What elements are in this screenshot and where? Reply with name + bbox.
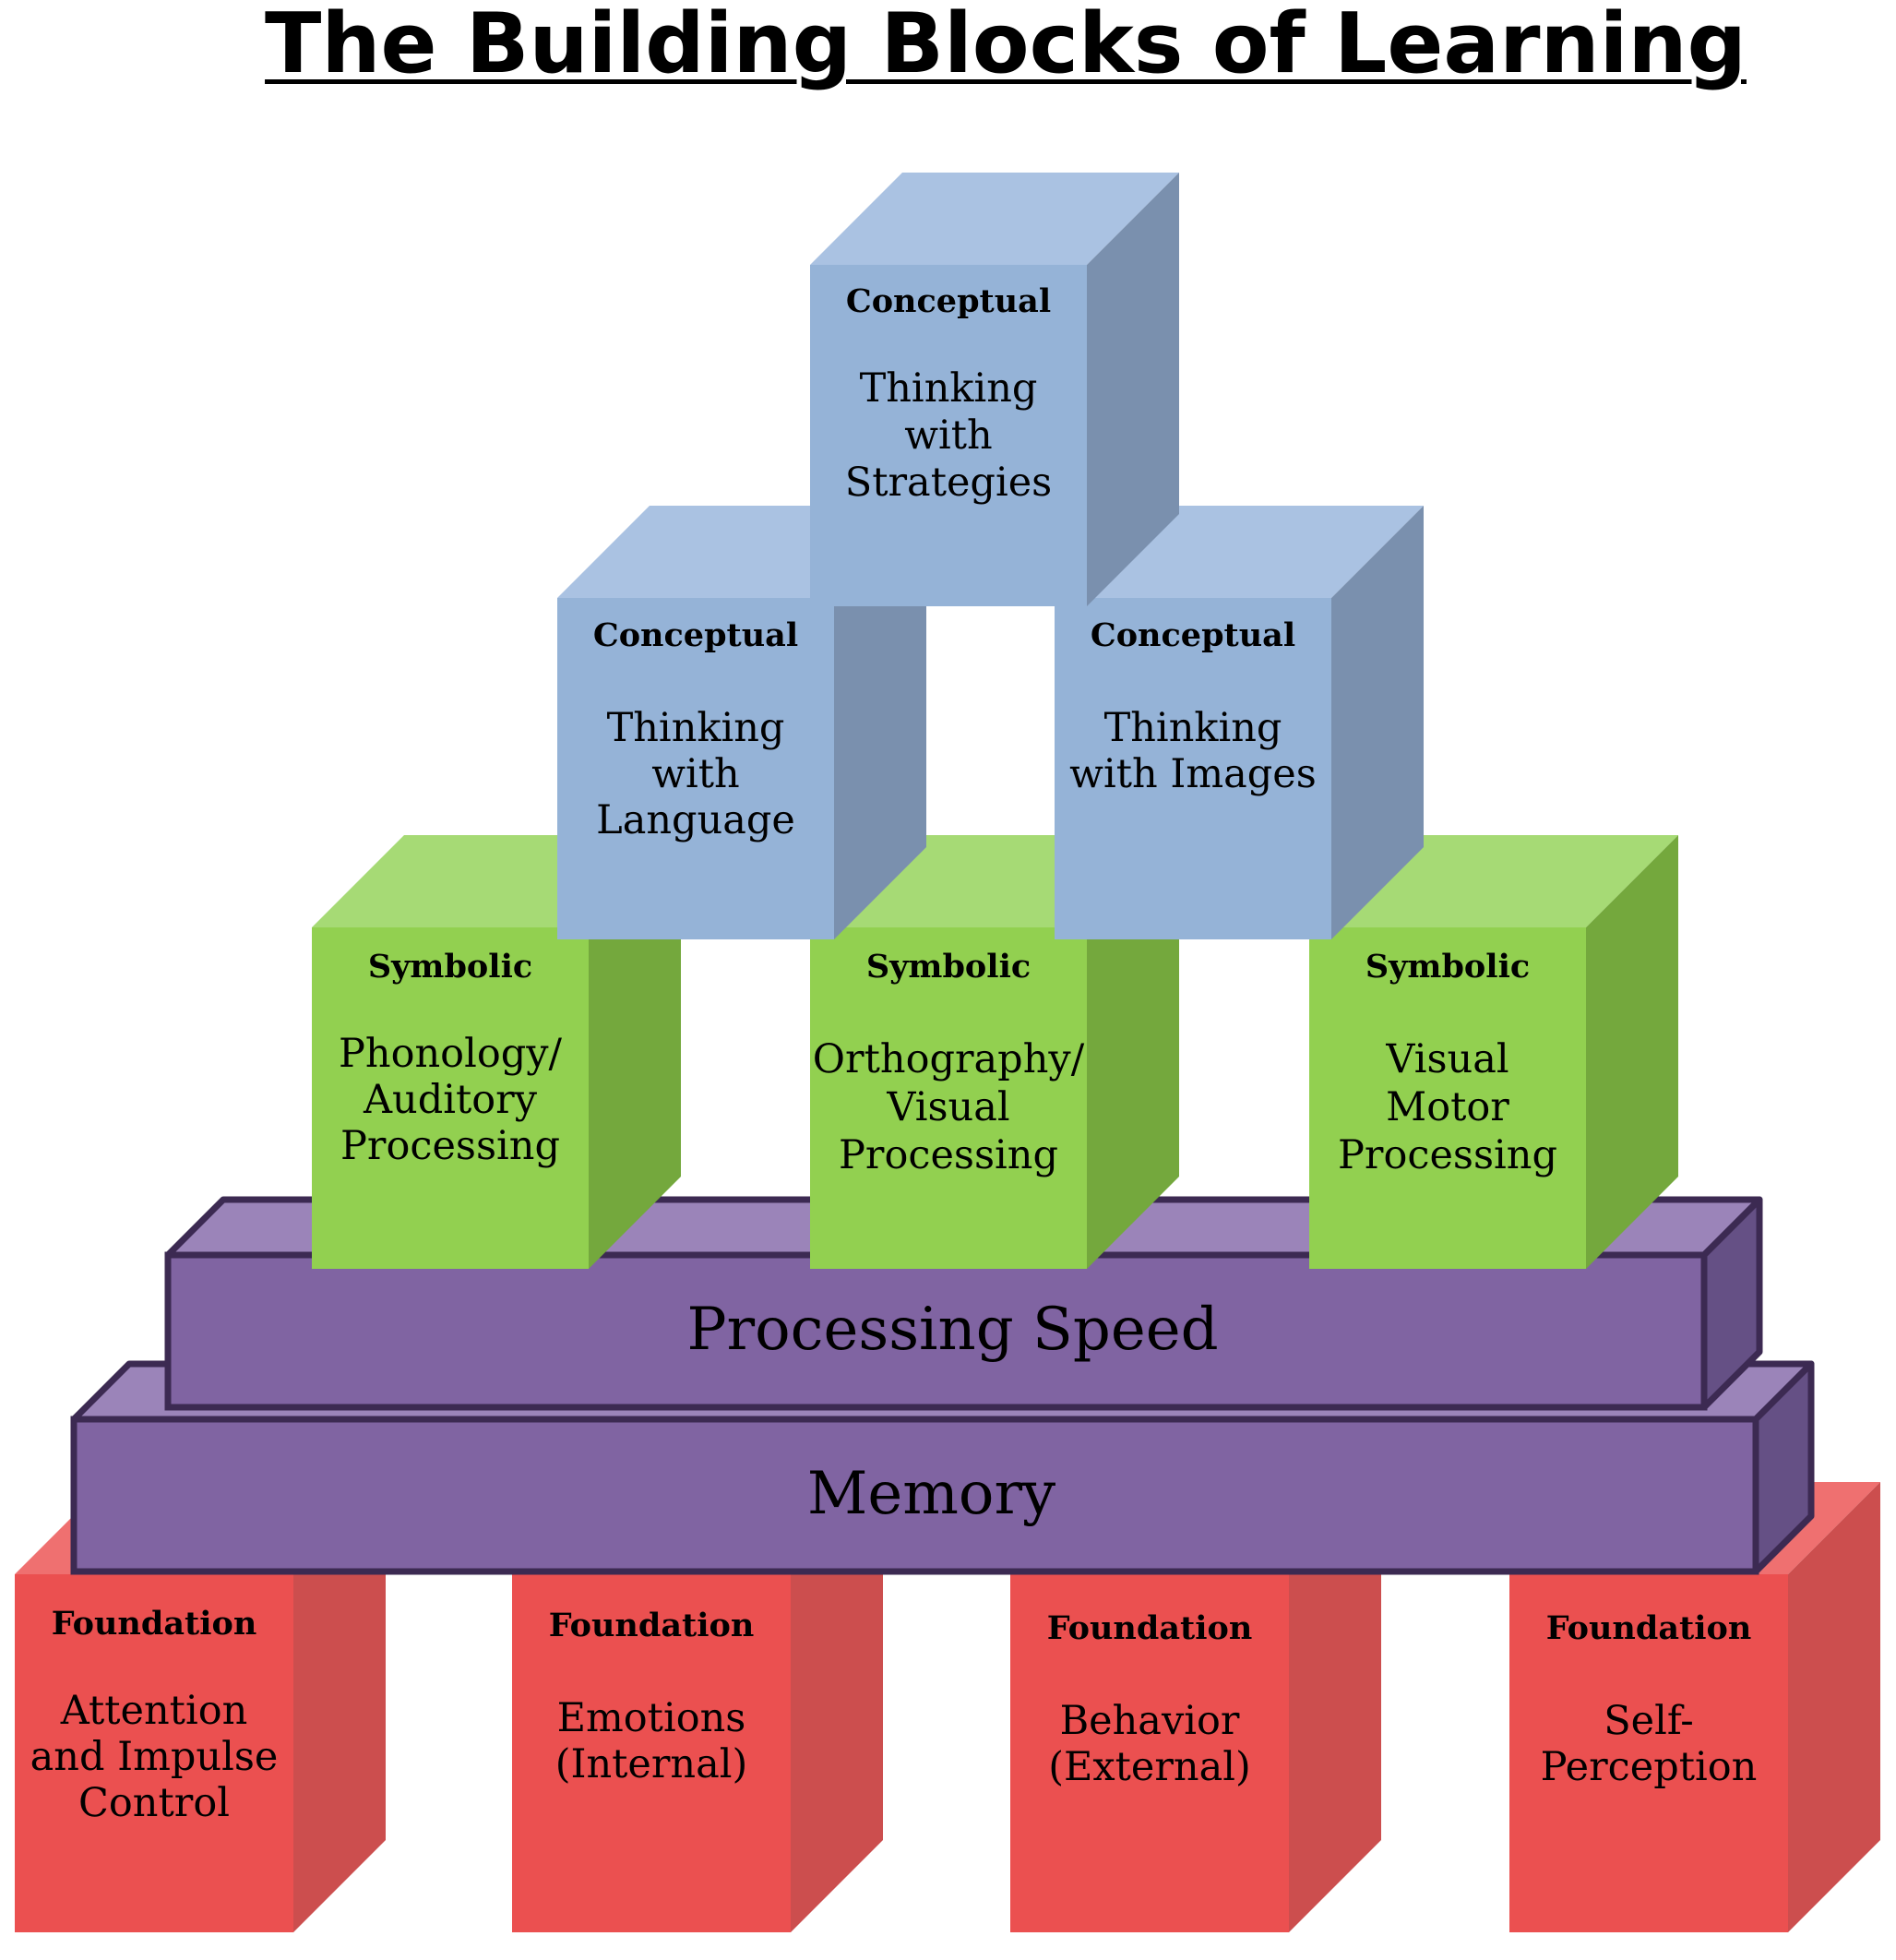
block-label-line: Processing: [340, 1123, 560, 1169]
block-front-face: [1509, 1574, 1788, 1932]
block-label-line: with: [651, 751, 740, 797]
block-side-face: [791, 1482, 883, 1932]
block-label-line: Auditory: [363, 1077, 538, 1123]
block-label-line: (External): [1048, 1744, 1251, 1790]
block-label-line: Thinking: [860, 365, 1038, 412]
block-heading: Conceptual: [593, 616, 798, 654]
block-label-line: Language: [596, 797, 795, 843]
slab-label: Memory: [807, 1460, 1055, 1528]
block-label-line: Motor: [1386, 1084, 1509, 1130]
block-label-line: Visual: [1385, 1036, 1508, 1082]
block-front-face: [312, 927, 589, 1269]
block-label-line: Perception: [1541, 1744, 1758, 1790]
slab-front-face: [70, 1416, 1759, 1575]
block-heading: Foundation: [1047, 1609, 1253, 1647]
block-front-face: [1309, 927, 1586, 1269]
block-front-face: [15, 1574, 293, 1932]
block-side-face: [1586, 835, 1678, 1269]
block-top-face: [810, 173, 1179, 265]
block-heading: Conceptual: [1091, 616, 1295, 654]
block-front-face: [512, 1574, 791, 1932]
block-label-line: Self-: [1604, 1698, 1694, 1744]
slab-front-face: [164, 1251, 1708, 1411]
block-side-face: [1331, 506, 1424, 939]
block-label-line: Control: [78, 1780, 230, 1826]
block-label-line: Processing: [839, 1132, 1058, 1178]
block-label-line: Strategies: [845, 460, 1052, 506]
slab-label: Processing Speed: [686, 1296, 1218, 1364]
block-label-line: Thinking: [607, 705, 785, 751]
block-heading: Conceptual: [846, 282, 1051, 320]
block-side-face: [1087, 173, 1179, 606]
block-label-line: Emotions: [557, 1695, 746, 1741]
diagram-title: The Building Blocks of Learning: [265, 0, 1747, 92]
block-side-face: [293, 1482, 386, 1932]
block-front-face: [810, 927, 1087, 1269]
block-label-line: Visual: [886, 1084, 1009, 1130]
block-side-face: [834, 506, 926, 939]
block-label-line: with: [904, 412, 993, 459]
block-label-line: Attention: [60, 1688, 248, 1734]
block-label-line: Thinking: [1104, 705, 1282, 751]
block-front-face: [1055, 598, 1331, 939]
block-heading: Symbolic: [866, 948, 1031, 986]
block-side-face: [1788, 1482, 1880, 1932]
block-label-line: Phonology/: [339, 1031, 563, 1077]
block-heading: Foundation: [1546, 1609, 1752, 1647]
block-heading: Symbolic: [1365, 948, 1530, 986]
block-heading: Symbolic: [368, 948, 532, 986]
block-side-face: [589, 835, 681, 1269]
block-label-line: with Images: [1069, 751, 1317, 797]
block-side-face: [1289, 1482, 1381, 1932]
block-label-line: and Impulse: [30, 1734, 279, 1780]
block-front-face: [557, 598, 834, 939]
block-front-face: [810, 265, 1087, 606]
block-heading: Foundation: [52, 1605, 257, 1643]
block-label-line: Orthography/: [813, 1036, 1085, 1082]
block-label-line: Behavior: [1060, 1698, 1240, 1744]
block-label-line: Processing: [1338, 1132, 1557, 1178]
block-front-face: [1010, 1574, 1289, 1932]
block-label-line: (Internal): [555, 1741, 748, 1787]
block-heading: Foundation: [549, 1607, 755, 1644]
block-side-face: [1087, 835, 1179, 1269]
